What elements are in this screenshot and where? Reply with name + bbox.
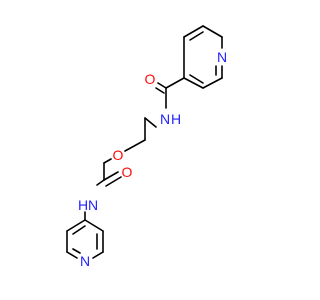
bond xyxy=(157,82,167,89)
bond xyxy=(72,225,86,235)
atom-n-amide: N xyxy=(160,111,170,127)
bond xyxy=(103,158,112,164)
bond xyxy=(202,25,223,38)
bond xyxy=(84,219,104,232)
bond xyxy=(92,251,104,259)
bond xyxy=(183,77,204,89)
atom-h-amide: H xyxy=(171,111,181,127)
bond xyxy=(66,251,78,259)
atom-n-pyridine-bottom: N xyxy=(80,253,90,269)
atom-o-amide: O xyxy=(145,71,156,87)
bond xyxy=(96,179,105,186)
atom-o-carbonyl: O xyxy=(122,164,133,180)
bond xyxy=(155,87,165,94)
bond xyxy=(124,139,146,152)
atom-h-carbamate: H xyxy=(78,197,88,213)
bond xyxy=(66,219,86,232)
bond xyxy=(144,117,157,128)
bond xyxy=(72,248,81,254)
atom-o-ester: O xyxy=(113,147,124,163)
atom-n-pyridine-top: N xyxy=(217,49,227,65)
bond xyxy=(189,31,204,41)
structure-svg: N O N H O O N H N xyxy=(66,25,227,269)
bond xyxy=(103,171,119,181)
atom-n-carbamate: N xyxy=(88,197,98,213)
bond xyxy=(202,77,223,89)
bond xyxy=(165,77,185,89)
molecule-diagram: N O N H O O N H N xyxy=(66,25,228,269)
bond xyxy=(105,176,122,187)
bond xyxy=(189,74,204,84)
bond xyxy=(183,25,204,38)
